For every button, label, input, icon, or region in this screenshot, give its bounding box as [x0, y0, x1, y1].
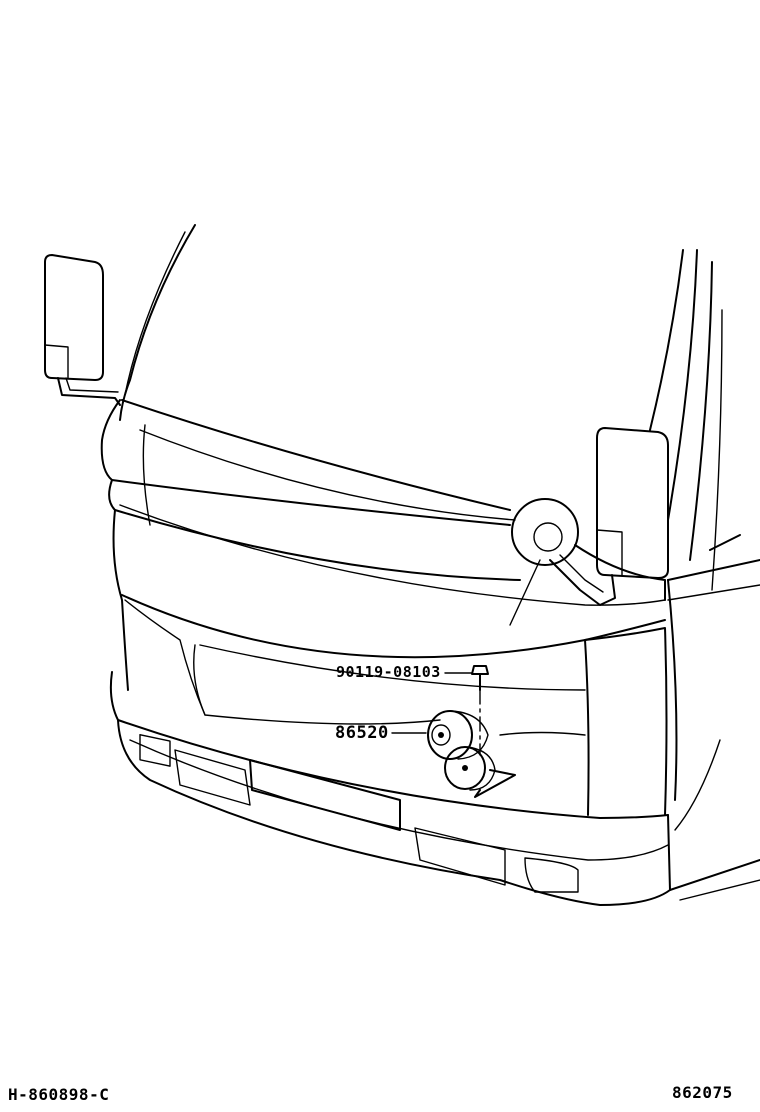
illustration-code: H-860898-C — [8, 1085, 110, 1104]
left-mirror — [44, 254, 121, 406]
callout-bolt-part-number: 90119-08103 — [336, 663, 441, 681]
right-mirror — [549, 427, 669, 606]
horn-icon — [427, 710, 516, 798]
callout-horn-part-number: 86520 — [335, 723, 389, 743]
marker-lamp — [511, 498, 579, 566]
cab-outline — [100, 224, 760, 906]
figure-number: 862075 — [672, 1083, 733, 1102]
